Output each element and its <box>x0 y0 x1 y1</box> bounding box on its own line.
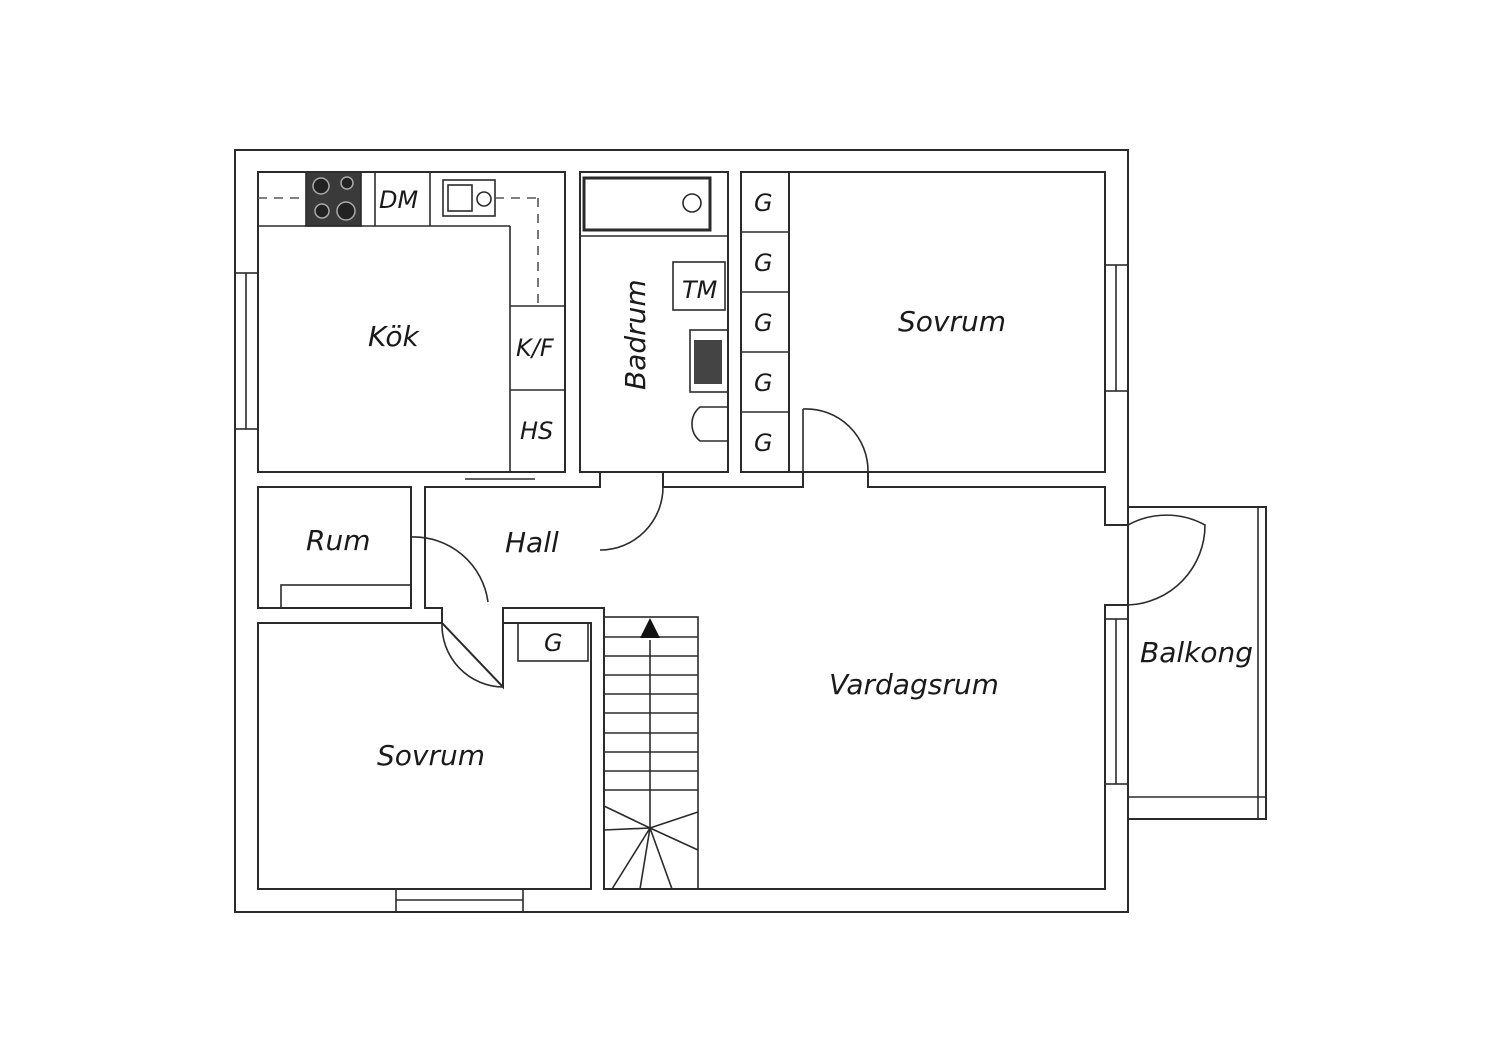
washbasin <box>689 329 729 393</box>
label-wardrobe: G <box>544 629 563 657</box>
bedroom-bottom-room <box>257 622 592 890</box>
wardrobe-bottom <box>517 622 589 662</box>
label-bedroom-top: Sovrum <box>898 305 1006 338</box>
toilet-icon <box>691 406 729 442</box>
bathtub <box>582 176 712 232</box>
door-room <box>410 536 489 603</box>
label-wardrobe: G <box>754 189 773 217</box>
door-bedroom-top <box>802 408 869 473</box>
closet-strip <box>740 171 790 473</box>
label-bedroom-bottom: Sovrum <box>377 739 485 772</box>
label-bathroom: Badrum <box>619 279 652 390</box>
label-washing-machine: TM <box>682 276 718 304</box>
label-balcony: Balkong <box>1140 636 1253 669</box>
label-wardrobe: G <box>754 369 773 397</box>
staircase <box>603 616 699 890</box>
door-bathroom <box>599 472 664 551</box>
label-room: Rum <box>306 524 370 557</box>
label-kitchen: Kök <box>368 320 420 353</box>
door-bedroom-bottom <box>441 622 504 688</box>
bathroom-room <box>579 171 729 473</box>
door-balcony <box>1127 514 1206 606</box>
label-fridge-freezer: K/F <box>516 334 555 362</box>
stairs-arrow-icon <box>640 618 660 638</box>
label-wardrobe: G <box>754 249 773 277</box>
label-living-room: Vardagsrum <box>829 668 999 701</box>
label-dishwasher: DM <box>379 186 418 214</box>
small-room <box>257 486 412 609</box>
label-wardrobe: G <box>754 429 773 457</box>
label-wardrobe: G <box>754 309 773 337</box>
label-cabinet: HS <box>520 417 553 445</box>
label-hall: Hall <box>505 526 559 559</box>
radiator <box>280 584 412 609</box>
